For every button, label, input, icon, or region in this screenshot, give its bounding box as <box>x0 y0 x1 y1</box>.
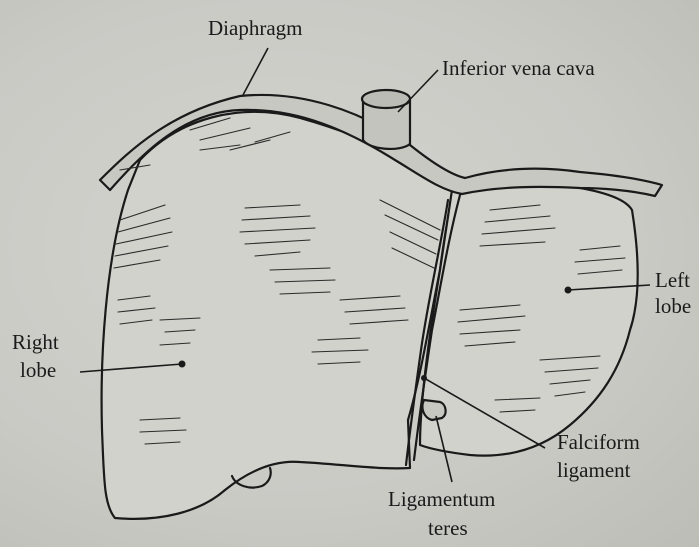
label-left-lobe-line1: Left <box>655 268 690 292</box>
ligamentum-teres-stub <box>422 400 445 420</box>
ivc-opening <box>362 90 410 108</box>
label-falciform-line1: Falciform <box>557 430 640 454</box>
label-ligamentum-teres-line1: Ligamentum <box>388 487 495 511</box>
diaphragm-leader <box>243 48 268 95</box>
label-left-lobe-line2: lobe <box>655 294 691 318</box>
label-falciform-line2: ligament <box>557 458 630 482</box>
label-right-lobe-line1: Right <box>12 330 59 354</box>
ivc-leader <box>398 70 438 112</box>
falciform-dot <box>421 375 427 381</box>
left-lobe-dot <box>565 287 572 294</box>
right-lobe-dot <box>179 361 186 368</box>
label-ligamentum-teres-line2: teres <box>428 516 468 540</box>
label-right-lobe-line2: lobe <box>20 358 56 382</box>
label-diaphragm: Diaphragm <box>208 16 302 40</box>
right-lobe-outline <box>102 112 452 519</box>
label-inferior-vena-cava: Inferior vena cava <box>442 56 595 80</box>
